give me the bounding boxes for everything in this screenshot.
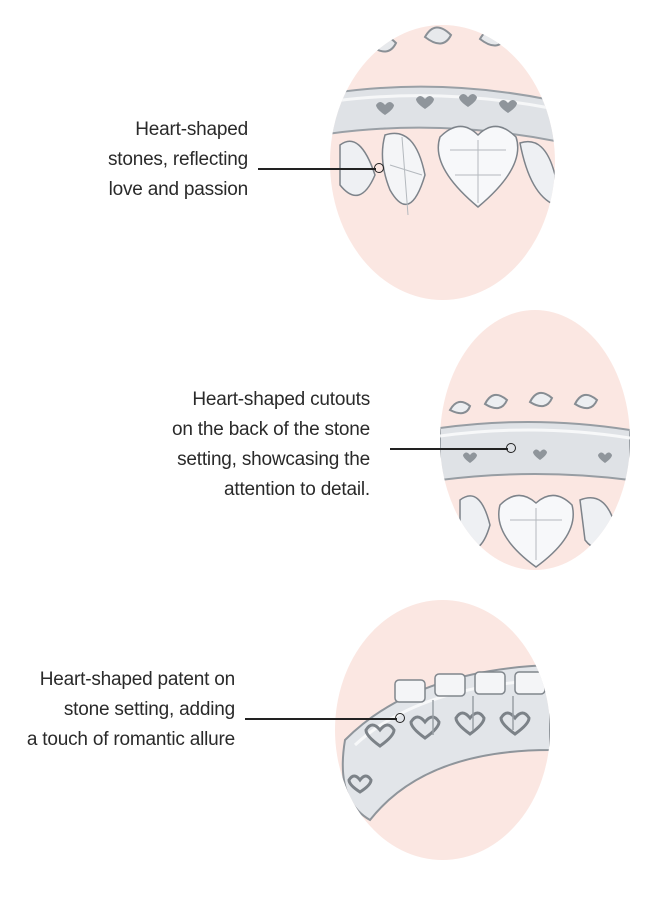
caption-line: stone setting, adding (63, 699, 235, 720)
pointer-dot (506, 443, 516, 453)
caption-line: a touch of romantic allure (26, 729, 235, 750)
caption-line: setting, showcasing the (177, 449, 370, 470)
caption-line: stones, reflecting (107, 149, 248, 170)
caption-line: Heart-shaped cutouts (192, 389, 370, 410)
feature-heart-cutouts: Heart-shaped cutouts on the back of the … (0, 300, 660, 590)
pointer-dot (395, 713, 405, 723)
caption-line: Heart-shaped (135, 119, 248, 140)
ring-closeup-image-3 (335, 600, 550, 860)
caption-heart-patent: Heart-shaped patent on stone setting, ad… (27, 665, 235, 755)
feature-heart-stones: Heart-shaped stones, reflecting love and… (0, 0, 660, 300)
ring-closeup-image-1 (330, 25, 555, 300)
ring-closeup-image-2 (440, 310, 630, 570)
caption-heart-cutouts: Heart-shaped cutouts on the back of the … (172, 385, 370, 505)
pointer-dot (374, 163, 384, 173)
caption-line: on the back of the stone (171, 419, 370, 440)
leader-line (245, 718, 397, 720)
caption-line: Heart-shaped patent on (39, 669, 235, 690)
caption-heart-stones: Heart-shaped stones, reflecting love and… (108, 115, 248, 205)
caption-line: love and passion (108, 179, 249, 200)
feature-heart-patent: Heart-shaped patent on stone setting, ad… (0, 590, 660, 900)
caption-line: attention to detail. (224, 479, 370, 500)
leader-line (258, 168, 376, 170)
leader-line (390, 448, 508, 450)
